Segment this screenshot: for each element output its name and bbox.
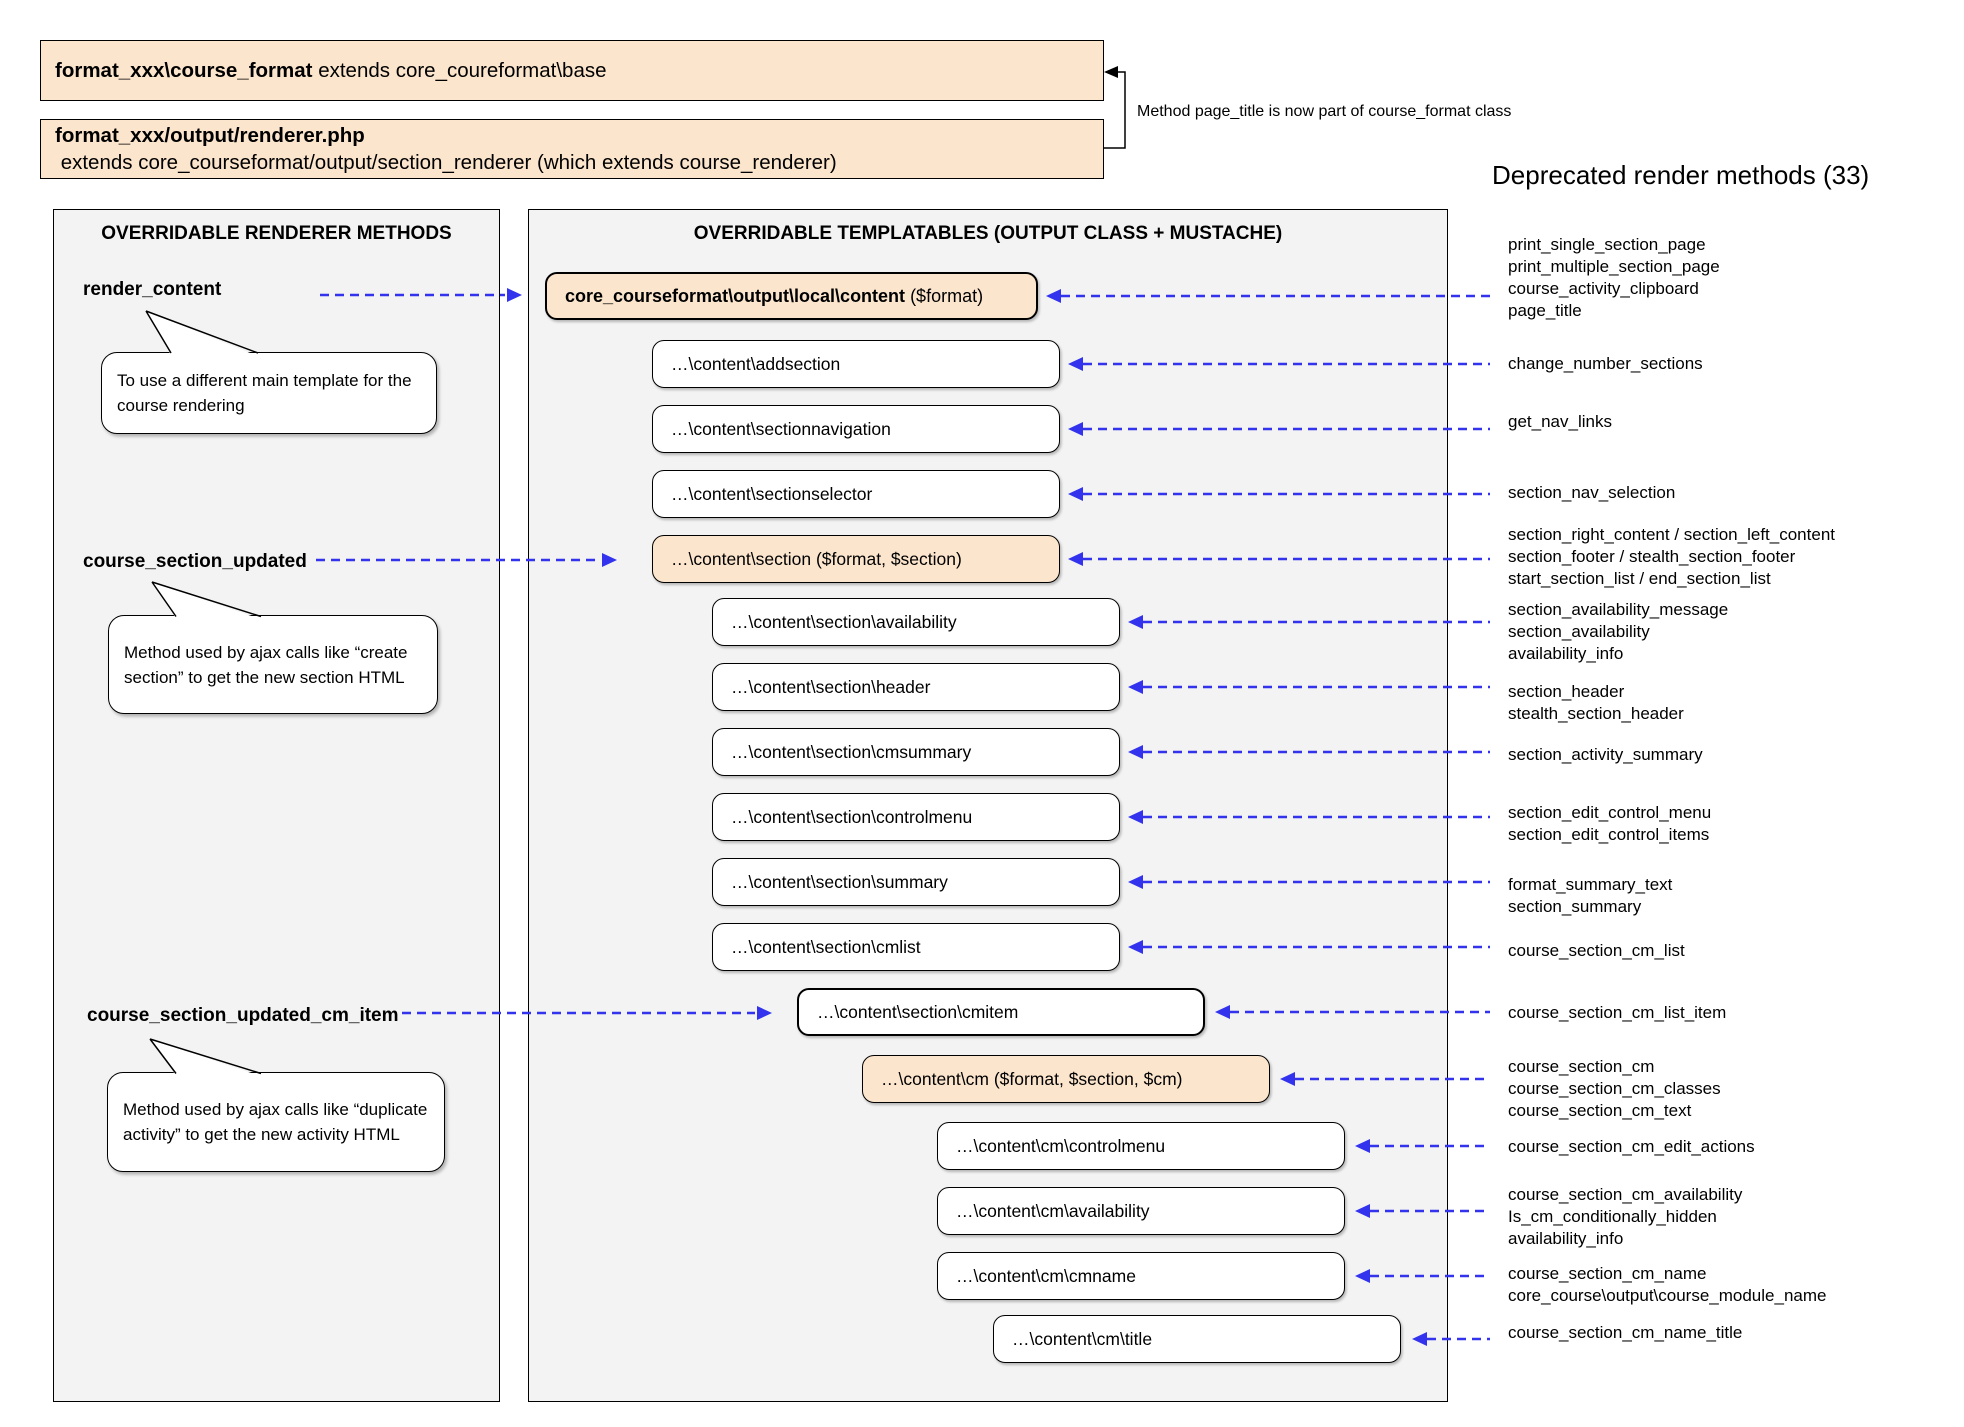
deprecated-group-cmlist: course_section_cm_list — [1508, 941, 1685, 960]
renderer-extends: extends core_courseformat/output/section… — [55, 151, 837, 174]
renderer-name: format_xxx/output/renderer.php — [55, 124, 365, 147]
templatable-section-cmsummary: …\content\section\cmsummary — [712, 728, 1120, 776]
templatable-section-controlmenu: …\content\section\controlmenu — [712, 793, 1120, 841]
templatable-section-availability: …\content\section\availability — [712, 598, 1120, 646]
templatable-content: core_courseformat\output\local\content (… — [545, 272, 1038, 320]
deprecated-group-section-availability: section_availability_message section_ava… — [1508, 600, 1729, 663]
templatable-cm-title: …\content\cm\title — [993, 1315, 1401, 1363]
templatable-section-summary: …\content\section\summary — [712, 858, 1120, 906]
deprecated-group-cm-controlmenu: course_section_cm_edit_actions — [1508, 1137, 1755, 1156]
class-name: format_xxx\course_format — [55, 59, 313, 82]
bracket-arrowhead — [1104, 66, 1118, 78]
templatable-sectionnavigation: …\content\sectionnavigation — [652, 405, 1060, 453]
deprecated-group-cm-cmname: course_section_cm_name core_course\outpu… — [1508, 1264, 1827, 1305]
deprecated-group-cm: course_section_cm course_section_cm_clas… — [1508, 1057, 1721, 1120]
deprecated-group-section-summary: format_summary_text section_summary — [1508, 875, 1673, 916]
templatable-section: …\content\section ($format, $section) — [652, 535, 1060, 583]
deprecated-group-content: print_single_section_page print_multiple… — [1508, 235, 1720, 320]
templatable-sectionselector: …\content\sectionselector — [652, 470, 1060, 518]
deprecated-group-cmsummary: section_activity_summary — [1508, 745, 1703, 764]
method-render-content: render_content — [83, 279, 222, 300]
deprecated-group-sectionselector: section_nav_selection — [1508, 483, 1676, 502]
templatable-cm: …\content\cm ($format, $section, $cm) — [862, 1055, 1270, 1103]
templatable-section-cmitem: …\content\section\cmitem — [797, 988, 1205, 1036]
deprecated-group-addsection: change_number_sections — [1508, 354, 1703, 373]
render-content-callout: To use a different main template for the… — [101, 352, 437, 434]
templatable-cm-availability: …\content\cm\availability — [937, 1187, 1345, 1235]
page-title-bracket — [1104, 66, 1126, 149]
renderer-panel-title: OVERRIDABLE RENDERER METHODS — [101, 223, 452, 244]
deprecated-group-section-controlmenu: section_edit_control_menu section_edit_c… — [1508, 803, 1712, 844]
renderer-definition-box: format_xxx/output/renderer.php extends c… — [40, 119, 1104, 179]
deprecated-group-cmitem: course_section_cm_list_item — [1508, 1003, 1727, 1022]
arrowhead — [507, 288, 522, 302]
templatable-section-cmlist: …\content\section\cmlist — [712, 923, 1120, 971]
course-section-updated-cm-item-callout: Method used by ajax calls like “duplicat… — [107, 1072, 445, 1172]
page-title-note: Method page_title is now part of course_… — [1137, 103, 1512, 120]
deprecated-group-section-header: section_header stealth_section_header — [1508, 682, 1684, 723]
deprecated-group-cm-availability: course_section_cm_availability Is_cm_con… — [1508, 1185, 1743, 1248]
bracket-line — [1104, 71, 1126, 149]
deprecated-group-cm-title: course_section_cm_name_title — [1508, 1323, 1743, 1342]
method-course-section-updated: course_section_updated — [83, 551, 307, 572]
deprecated-title: Deprecated render methods (33) — [1492, 160, 1870, 190]
class-extends: extends core_coureformat\base — [312, 59, 607, 82]
course-section-updated-callout: Method used by ajax calls like “create s… — [108, 615, 438, 714]
class-definition-box: format_xxx\course_format extends core_co… — [40, 40, 1104, 101]
method-course-section-updated-cm-item: course_section_updated_cm_item — [87, 1005, 399, 1026]
deprecated-group-sectionnavigation: get_nav_links — [1508, 412, 1612, 431]
templatable-addsection: …\content\addsection — [652, 340, 1060, 388]
templatable-cm-controlmenu: …\content\cm\controlmenu — [937, 1122, 1345, 1170]
deprecated-group-section: section_right_content / section_left_con… — [1508, 525, 1835, 588]
templatable-section-header: …\content\section\header — [712, 663, 1120, 711]
templatables-panel-title: OVERRIDABLE TEMPLATABLES (OUTPUT CLASS +… — [693, 223, 1283, 244]
templatable-cm-cmname: …\content\cm\cmname — [937, 1252, 1345, 1300]
